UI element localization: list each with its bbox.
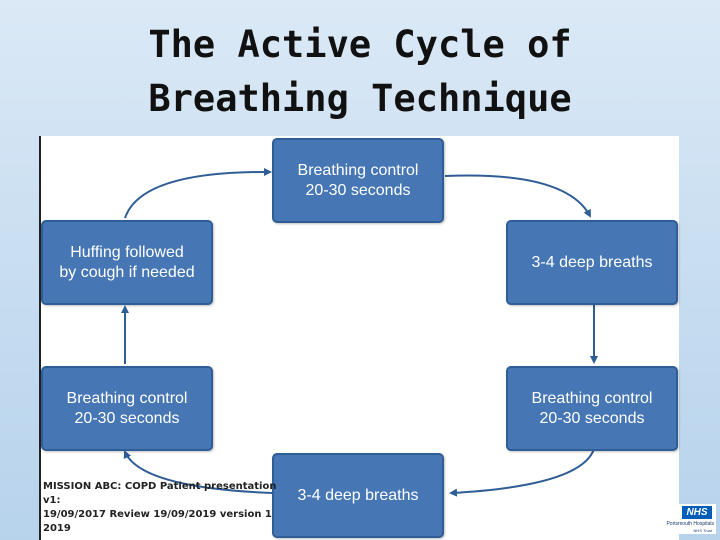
step-label: 3-4 deep breaths — [297, 486, 419, 504]
footer-version-text: MISSION ABC: COPD Patient presentation v… — [43, 481, 277, 534]
step-label: Breathing control 20-30 seconds — [66, 389, 188, 427]
step-label: Breathing control 20-30 seconds — [297, 161, 419, 199]
step-deep-breaths-bottom: 3-4 deep breaths — [272, 453, 444, 538]
nhs-logo: NHS Portsmouth Hospitals NHS Trust — [646, 504, 716, 534]
cycle-diagram: Breathing control 20-30 seconds 3-4 deep… — [39, 136, 679, 540]
arrow-step6-to-step1 — [124, 167, 272, 219]
arrow-step1-to-step2 — [444, 174, 591, 218]
step-label: Huffing followed by cough if needed — [59, 243, 195, 281]
logo-subtitle: NHS Trust — [693, 528, 712, 533]
nhs-badge: NHS — [682, 506, 712, 519]
title-line-2: Breathing Technique — [148, 77, 572, 120]
step-huffing-left: Huffing followed by cough if needed — [41, 220, 213, 305]
arrow-step4-to-step5 — [123, 450, 274, 494]
logo-name: Portsmouth Hospitals — [666, 521, 714, 527]
step-label: 3-4 deep breaths — [531, 253, 653, 271]
title-line-1: The Active Cycle of — [148, 23, 572, 66]
cycle-arrows — [121, 167, 598, 497]
slide-title: The Active Cycle of Breathing Technique — [0, 18, 720, 126]
step-breathing-control-left: Breathing control 20-30 seconds — [41, 366, 213, 451]
step-deep-breaths-right: 3-4 deep breaths — [506, 220, 678, 305]
arrow-step3-to-step4 — [449, 448, 595, 497]
step-label: Breathing control 20-30 seconds — [531, 389, 653, 427]
step-breathing-control-top: Breathing control 20-30 seconds — [272, 138, 444, 223]
step-breathing-control-right: Breathing control 20-30 seconds — [506, 366, 678, 451]
